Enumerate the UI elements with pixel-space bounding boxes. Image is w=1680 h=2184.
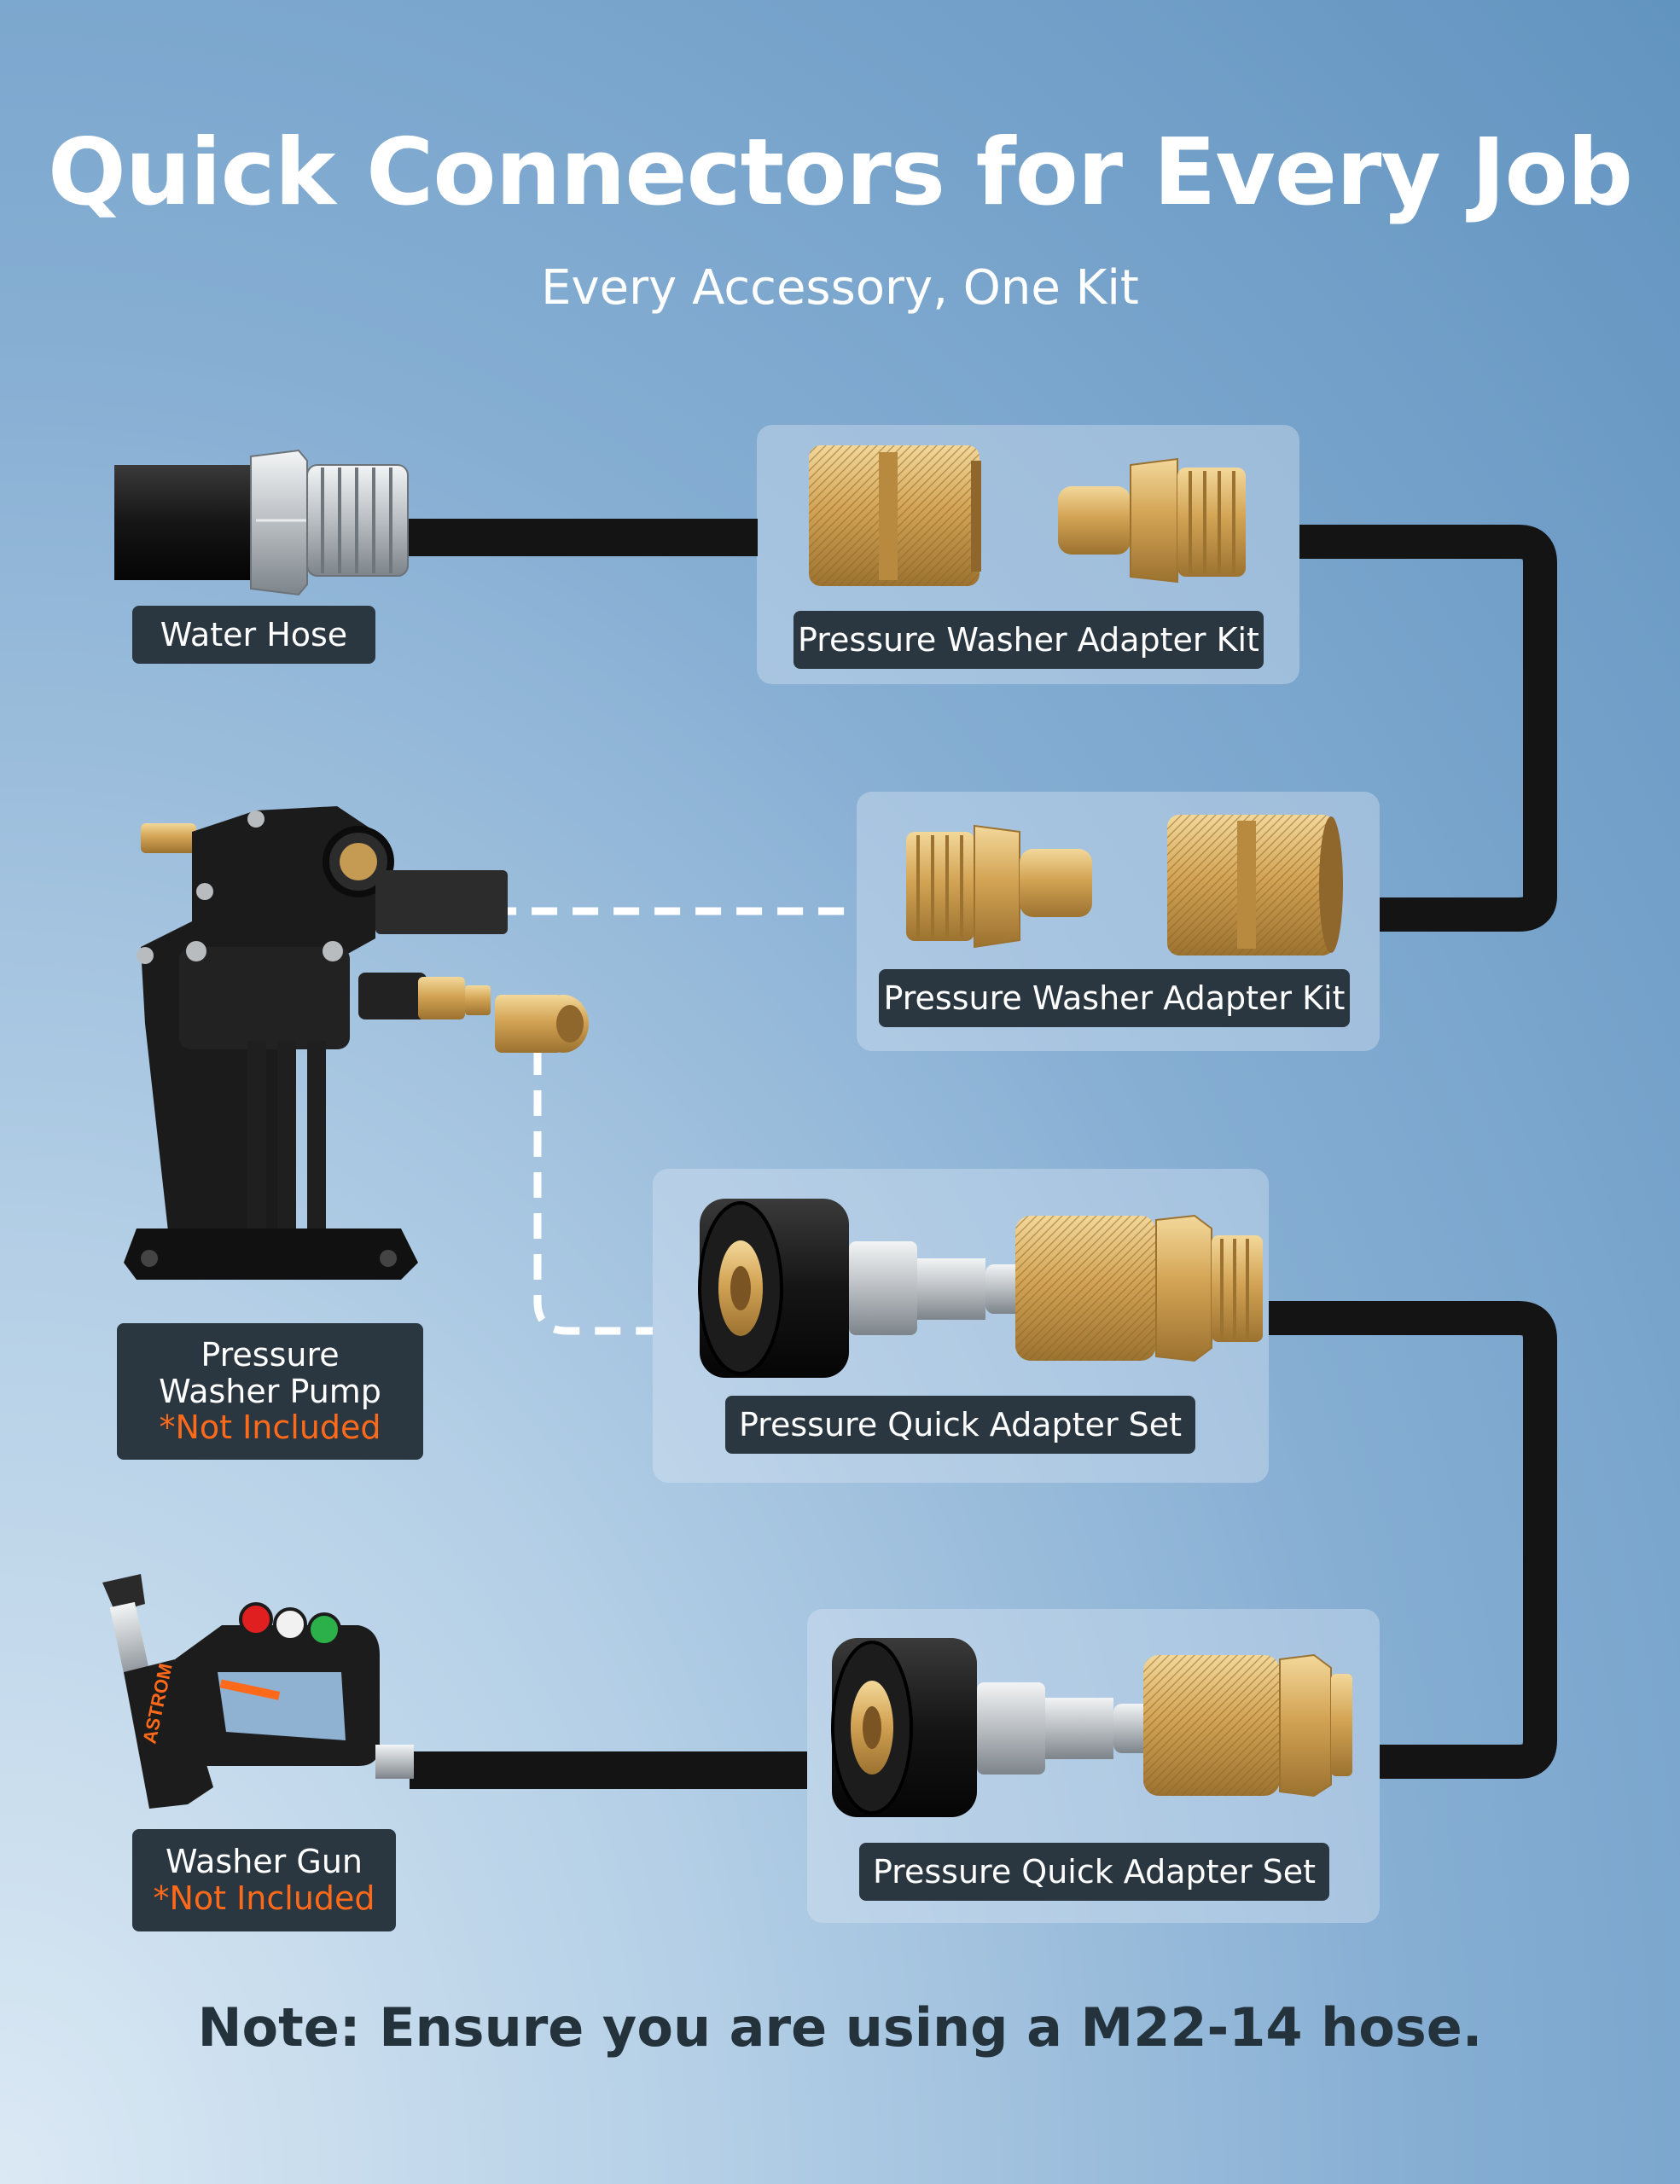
quick-adapter-label-1: Pressure Quick Adapter Set	[725, 1396, 1195, 1454]
hose-line-2	[1299, 525, 1557, 932]
brass-coupler-icon	[809, 445, 981, 586]
washer-gun-label-text: Washer Gun	[165, 1843, 363, 1881]
m22-coupler-icon-2	[831, 1638, 1152, 1817]
brass-quick-coupler-icon-2	[1143, 1653, 1352, 1798]
pump-label: Pressure Washer Pump *Not Included	[117, 1323, 423, 1460]
brass-plug-icon	[1058, 457, 1246, 584]
water-hose-icon	[114, 449, 409, 596]
footer-note: Note: Ensure you are using a M22-14 hose…	[197, 1996, 1483, 2059]
quick-adapter-label-2: Pressure Quick Adapter Set	[859, 1843, 1329, 1901]
pressure-washer-pump-icon	[124, 806, 589, 1280]
brass-plug-icon-2	[906, 824, 1092, 949]
brass-quick-coupler-icon	[1015, 1214, 1263, 1362]
page-subtitle: Every Accessory, One Kit	[541, 260, 1139, 316]
adapter-kit-label-2: Pressure Washer Adapter Kit	[879, 969, 1350, 1027]
page-title: Quick Connectors for Every Job	[47, 119, 1633, 226]
water-hose-label: Water Hose	[132, 606, 375, 664]
washer-gun-label: Washer Gun *Not Included	[132, 1829, 396, 1931]
m22-coupler-icon	[698, 1199, 1028, 1378]
hose-line-3	[1269, 1301, 1557, 1779]
pump-not-included: *Not Included	[159, 1409, 381, 1447]
pump-label-line2: Washer Pump	[159, 1372, 381, 1410]
washer-gun-not-included: *Not Included	[153, 1879, 375, 1917]
dashed-line-2	[533, 1049, 653, 1335]
adapter-kit-label-1: Pressure Washer Adapter Kit	[793, 611, 1264, 669]
pump-label-line1: Pressure	[201, 1336, 340, 1374]
washer-gun-icon: ASTROM	[102, 1574, 414, 1809]
brass-coupler-icon-2	[1167, 815, 1343, 956]
